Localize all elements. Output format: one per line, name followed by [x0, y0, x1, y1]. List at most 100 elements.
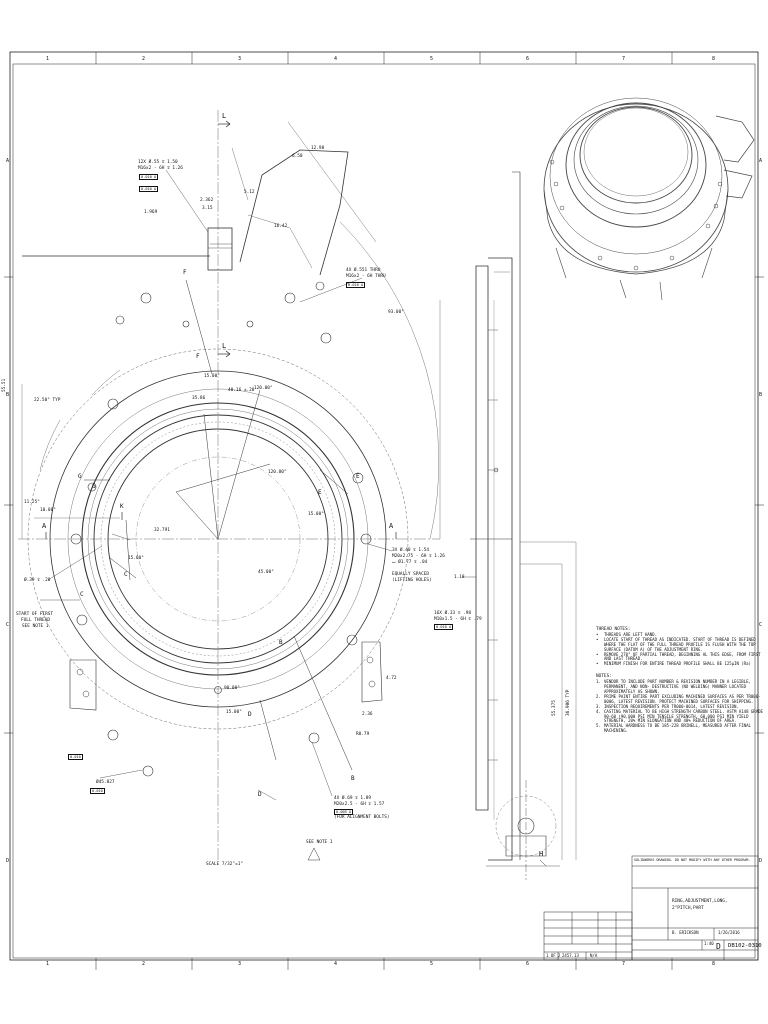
sheet-size: D — [716, 942, 721, 951]
zone-col-4-bottom: 4 — [334, 961, 338, 967]
thread-note-1-text: THREADS ARE LEFT HAND. — [604, 631, 657, 637]
section-label-e-outer: E — [356, 473, 360, 480]
notes-panel: THREAD NOTES: •THREADS ARE LEFT HAND. •L… — [596, 627, 764, 734]
zone-col-6: 6 — [526, 56, 530, 62]
callout-see-note: SEE NOTE 1 — [306, 840, 333, 845]
dim-1-969: 1.969 — [144, 210, 158, 215]
note-5: 5.MATERIAL HARDNESS TO BE 185-228 BRINEL… — [596, 723, 751, 734]
zone-col-7-bottom: 7 — [622, 961, 626, 967]
dim-90: 90.00° — [224, 686, 240, 691]
zone-ticks — [4, 52, 764, 970]
isometric-view — [543, 97, 755, 301]
drawing-number: DB102-0310 — [728, 943, 762, 949]
note-3: 3.INSPECTION REQUIREMENTS PER TR000-0014… — [596, 703, 739, 709]
callout-thread-start-2: FULL THREAD — [21, 618, 51, 623]
dim-45-827: Ø45.827 — [96, 780, 115, 785]
zone-col-1: 1 — [46, 56, 50, 62]
datum-label-l-top: L — [222, 112, 227, 120]
view-scale: SCALE 7/32"=1" — [206, 862, 244, 867]
zone-col-1-bottom: 1 — [46, 961, 50, 967]
section-label-f-upper: F — [183, 269, 187, 276]
callout-lifting-2: M20x2.75 - 6H ∓ 1.26 — [392, 554, 445, 559]
note-1-text: VENDOR TO INCLUDE PART NUMBER & REVISION… — [604, 679, 751, 694]
dim-36-906: 36.906 TYP — [566, 689, 571, 716]
zone-row-c-right: C — [759, 622, 763, 628]
dim-35-86: 35.86 — [192, 396, 206, 401]
dim-40-16: 40.16 ±.28 — [228, 388, 255, 393]
zone-row-d: D — [6, 858, 10, 864]
dim-22-50: 22.50° TYP — [34, 398, 61, 403]
datum-box-2: 0.010 — [90, 788, 105, 794]
thread-note-4-text: MINIMUM FINISH FOR ENTIRE THREAD PROFILE… — [604, 661, 751, 667]
section-label-g-inner: G — [92, 483, 96, 490]
callout-lifting-3: ⌴ Ø1.77 ∓ .04 — [392, 560, 428, 565]
section-label-a-right: A — [389, 522, 394, 530]
thread-note-2: •LOCATE START OF THREAD AS INDICATED. ST… — [596, 636, 756, 652]
zone-row-d-right: D — [759, 858, 763, 864]
note-4-text: CASTING MATERIAL TO BE HIGH STRENGTH CAR… — [604, 708, 763, 724]
zone-col-5-bottom: 5 — [430, 961, 434, 967]
dim-1-18: 1.18 — [454, 575, 465, 580]
zone-row-a-right: A — [759, 158, 763, 164]
note-1: 1.VENDOR TO INCLUDE PART NUMBER & REVISI… — [596, 679, 751, 694]
dim-55-51: 55.51 — [2, 378, 7, 392]
title-block-warning: SOLIDWORKS DRAWING. DO NOT MODIFY WITH A… — [634, 858, 751, 862]
callout-thread-start-3: SEE NOTE 1 — [22, 624, 49, 629]
plan-view — [18, 110, 441, 861]
part-weight: 2457.13 — [562, 953, 579, 958]
tolerance-frame-4: 0.005 A — [334, 809, 354, 815]
dim-6-50: 6.50 — [292, 154, 303, 159]
section-label-b-upper: B — [279, 639, 283, 646]
dim-15-d: 15.00° — [226, 710, 242, 715]
note-2: 2.PRIME PAINT ENTIRE PART EXCLUDING MACH… — [596, 693, 761, 704]
section-label-b-lower: B — [351, 775, 355, 782]
zone-row-a: A — [6, 158, 10, 164]
zone-row-c: C — [6, 622, 10, 628]
revision: N/A — [590, 953, 598, 958]
dim-16-42: 16.42 — [274, 224, 288, 229]
note-2-text: PRIME PAINT ENTIRE PART EXCLUDING MACHIN… — [604, 693, 761, 704]
dim-r0-79: R0.79 — [356, 732, 370, 737]
callout-lifting-1: 3X Ø.40 ∓ 1.54 — [392, 548, 430, 553]
tolerance-frame-2: 0.010 A — [139, 186, 159, 192]
zone-col-7: 7 — [622, 56, 626, 62]
callout-thru-holes-1: 4X Ø.551 THRU — [346, 268, 381, 273]
callout-top-holes-1: 12X Ø.55 ∓ 1.50 — [138, 160, 178, 165]
section-label-a-left: A — [42, 522, 47, 530]
dim-15-a: 15.00° — [204, 374, 220, 379]
title-block-lines — [543, 855, 759, 961]
side-view — [462, 171, 577, 880]
dim-5-12: 5.12 — [244, 190, 255, 195]
note-4: 4.CASTING MATERIAL TO BE HIGH STRENGTH C… — [596, 708, 763, 724]
notes-heading: NOTES: — [596, 674, 612, 680]
note-5-text: MATERIAL HARDNESS TO BE 185-228 BRINELL,… — [604, 723, 751, 734]
datum-label-l-mid: L — [222, 342, 227, 350]
thread-note-2-text: LOCATE START OF THREAD AS INDICATED. STA… — [604, 636, 756, 652]
drawn-date: 1/26/2016 — [718, 930, 740, 935]
dim-15-c: 15.00° — [128, 556, 144, 561]
dim-15-b: 15.00° — [308, 512, 324, 517]
dim-120-b: 120.00° — [268, 470, 287, 475]
drawing-scale: 1:40 — [704, 941, 714, 946]
dim-93: 93.00° — [388, 310, 404, 315]
sheet-number: 1 OF 2 — [546, 953, 561, 958]
section-label-c-outer: C — [80, 591, 84, 598]
callout-top-holes-2: M16x2 - 6H ∓ 1.26 — [138, 166, 183, 171]
note-3-text: INSPECTION REQUIREMENTS PER TR000-0014, … — [604, 703, 739, 709]
thread-note-1: •THREADS ARE LEFT HAND. — [596, 631, 657, 637]
callout-side-holes-1: 16X Ø.33 ∓ .98 — [434, 611, 472, 616]
callout-alignment-3: (FOR ALIGNMENT BOLTS) — [334, 815, 390, 820]
dim-12-98: 12.98 — [311, 146, 325, 151]
dim-2-36: 2.36 — [362, 712, 373, 717]
dim-11-25: 11.25° — [24, 500, 40, 505]
datum-box-1: 0.010 — [68, 754, 83, 760]
zone-col-2-bottom: 2 — [142, 961, 146, 967]
zone-col-6-bottom: 6 — [526, 961, 530, 967]
callout-alignment-2: M20x2.5 - 6H ∓ 1.57 — [334, 802, 385, 807]
tolerance-frame-3: 0.010 A — [346, 282, 366, 288]
section-label-d-upper: D — [248, 711, 252, 718]
dim-3-15: 3.15 — [202, 206, 213, 211]
zone-row-b: B — [6, 392, 10, 398]
dim-hole-39: Ø.39 ∓ .20 — [24, 578, 51, 583]
